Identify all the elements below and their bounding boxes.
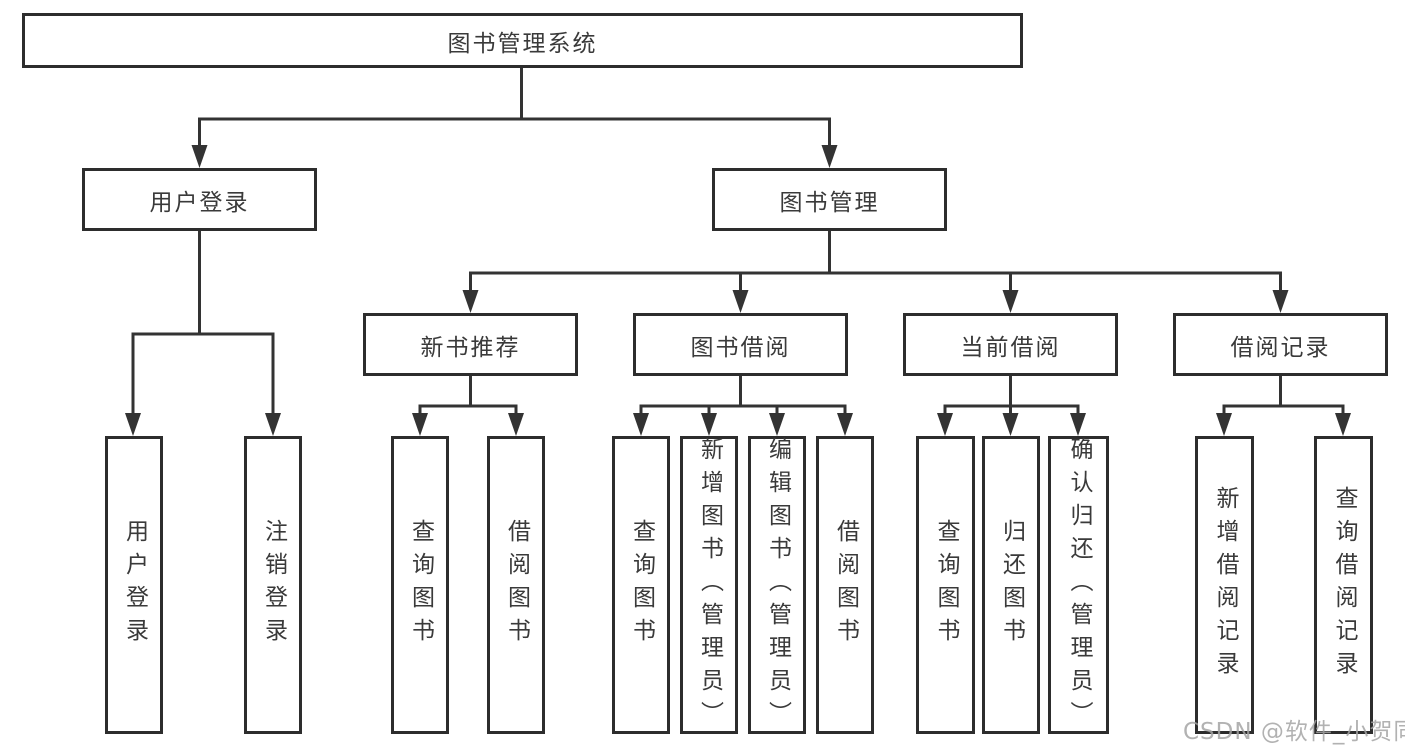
node-root: 图书管理系统 — [22, 13, 1023, 68]
node-new-book-recommend: 新书推荐 — [363, 313, 578, 376]
node-user-login-label: 用户登录 — [149, 189, 250, 216]
node-current-borrow: 当前借阅 — [903, 313, 1118, 376]
leaf-query-borrow-record: 查询借阅记录 — [1314, 436, 1373, 734]
node-current-borrow-label: 当前借阅 — [960, 334, 1061, 361]
leaf-add-book-admin-label: 新增图书（管理员） — [696, 436, 723, 734]
leaf-user-login: 用户登录 — [105, 436, 163, 734]
arrowhead — [837, 413, 853, 436]
arrowhead — [732, 290, 749, 313]
connector-user-login-to-leaves — [125, 231, 281, 436]
node-book-borrow-label: 图书借阅 — [690, 334, 791, 361]
node-user-login: 用户登录 — [82, 168, 317, 231]
leaf-borrow-books-1: 借阅图书 — [487, 436, 545, 734]
leaf-add-borrow-record: 新增借阅记录 — [1195, 436, 1254, 734]
leaf-query-books-2-label: 查询图书 — [628, 519, 655, 651]
arrowhead — [937, 413, 953, 436]
leaf-return-books-label: 归还图书 — [998, 519, 1025, 651]
arrowhead — [125, 413, 141, 436]
arrowhead — [508, 413, 524, 436]
leaf-borrow-books-2: 借阅图书 — [816, 436, 874, 734]
node-borrow-records: 借阅记录 — [1173, 313, 1388, 376]
connector-current-borrow-to-leaves — [937, 376, 1086, 436]
connector-book-borrow-to-leaves — [633, 376, 853, 436]
leaf-query-books-3-label: 查询图书 — [933, 519, 959, 651]
arrowhead — [769, 413, 785, 436]
leaf-query-books-1-label: 查询图书 — [407, 519, 434, 651]
leaf-confirm-return-admin-label: 确认归还（管理员） — [1066, 436, 1092, 734]
leaf-query-borrow-record-label: 查询借阅记录 — [1331, 486, 1357, 684]
arrowhead — [1002, 413, 1019, 436]
leaf-add-book-admin: 新增图书（管理员） — [680, 436, 738, 734]
arrowhead — [1002, 290, 1019, 313]
connector-book-management-to-level3 — [462, 231, 1289, 313]
arrowhead — [1335, 413, 1351, 436]
connector-borrow-records-to-leaves — [1216, 376, 1351, 436]
arrowhead — [191, 145, 208, 168]
leaf-edit-book-admin: 编辑图书（管理员） — [748, 436, 806, 734]
connector-root-to-level2 — [191, 66, 838, 168]
leaf-logout-login-label: 注销登录 — [260, 519, 287, 651]
arrowhead — [821, 145, 838, 168]
leaf-logout-login: 注销登录 — [244, 436, 302, 734]
leaf-add-borrow-record-label: 新增借阅记录 — [1212, 486, 1238, 684]
node-book-management-label: 图书管理 — [779, 189, 880, 216]
arrowhead — [701, 413, 717, 436]
arrowhead — [1216, 413, 1232, 436]
leaf-return-books: 归还图书 — [982, 436, 1040, 734]
leaf-query-books-3: 查询图书 — [916, 436, 975, 734]
arrowhead — [412, 413, 428, 436]
leaf-query-books-1: 查询图书 — [391, 436, 449, 734]
arrowhead — [462, 290, 479, 313]
watermark: CSDN @软件_小贺同学 — [1183, 719, 1405, 745]
leaf-confirm-return-admin: 确认归还（管理员） — [1048, 436, 1109, 734]
leaf-query-books-2: 查询图书 — [612, 436, 670, 734]
node-book-management: 图书管理 — [712, 168, 947, 231]
arrowhead — [1272, 290, 1289, 313]
leaf-borrow-books-2-label: 借阅图书 — [832, 519, 859, 651]
leaf-borrow-books-1-label: 借阅图书 — [503, 519, 530, 651]
node-root-label: 图书管理系统 — [447, 30, 598, 57]
node-book-borrow: 图书借阅 — [633, 313, 848, 376]
node-borrow-records-label: 借阅记录 — [1230, 334, 1331, 361]
arrowhead — [1070, 413, 1086, 436]
node-new-book-recommend-label: 新书推荐 — [420, 334, 521, 361]
arrowhead — [265, 413, 281, 436]
leaf-edit-book-admin-label: 编辑图书（管理员） — [764, 436, 791, 734]
arrowhead — [633, 413, 649, 436]
connector-new-book-recommend-to-leaves — [412, 376, 524, 436]
leaf-user-login-label: 用户登录 — [121, 519, 148, 651]
